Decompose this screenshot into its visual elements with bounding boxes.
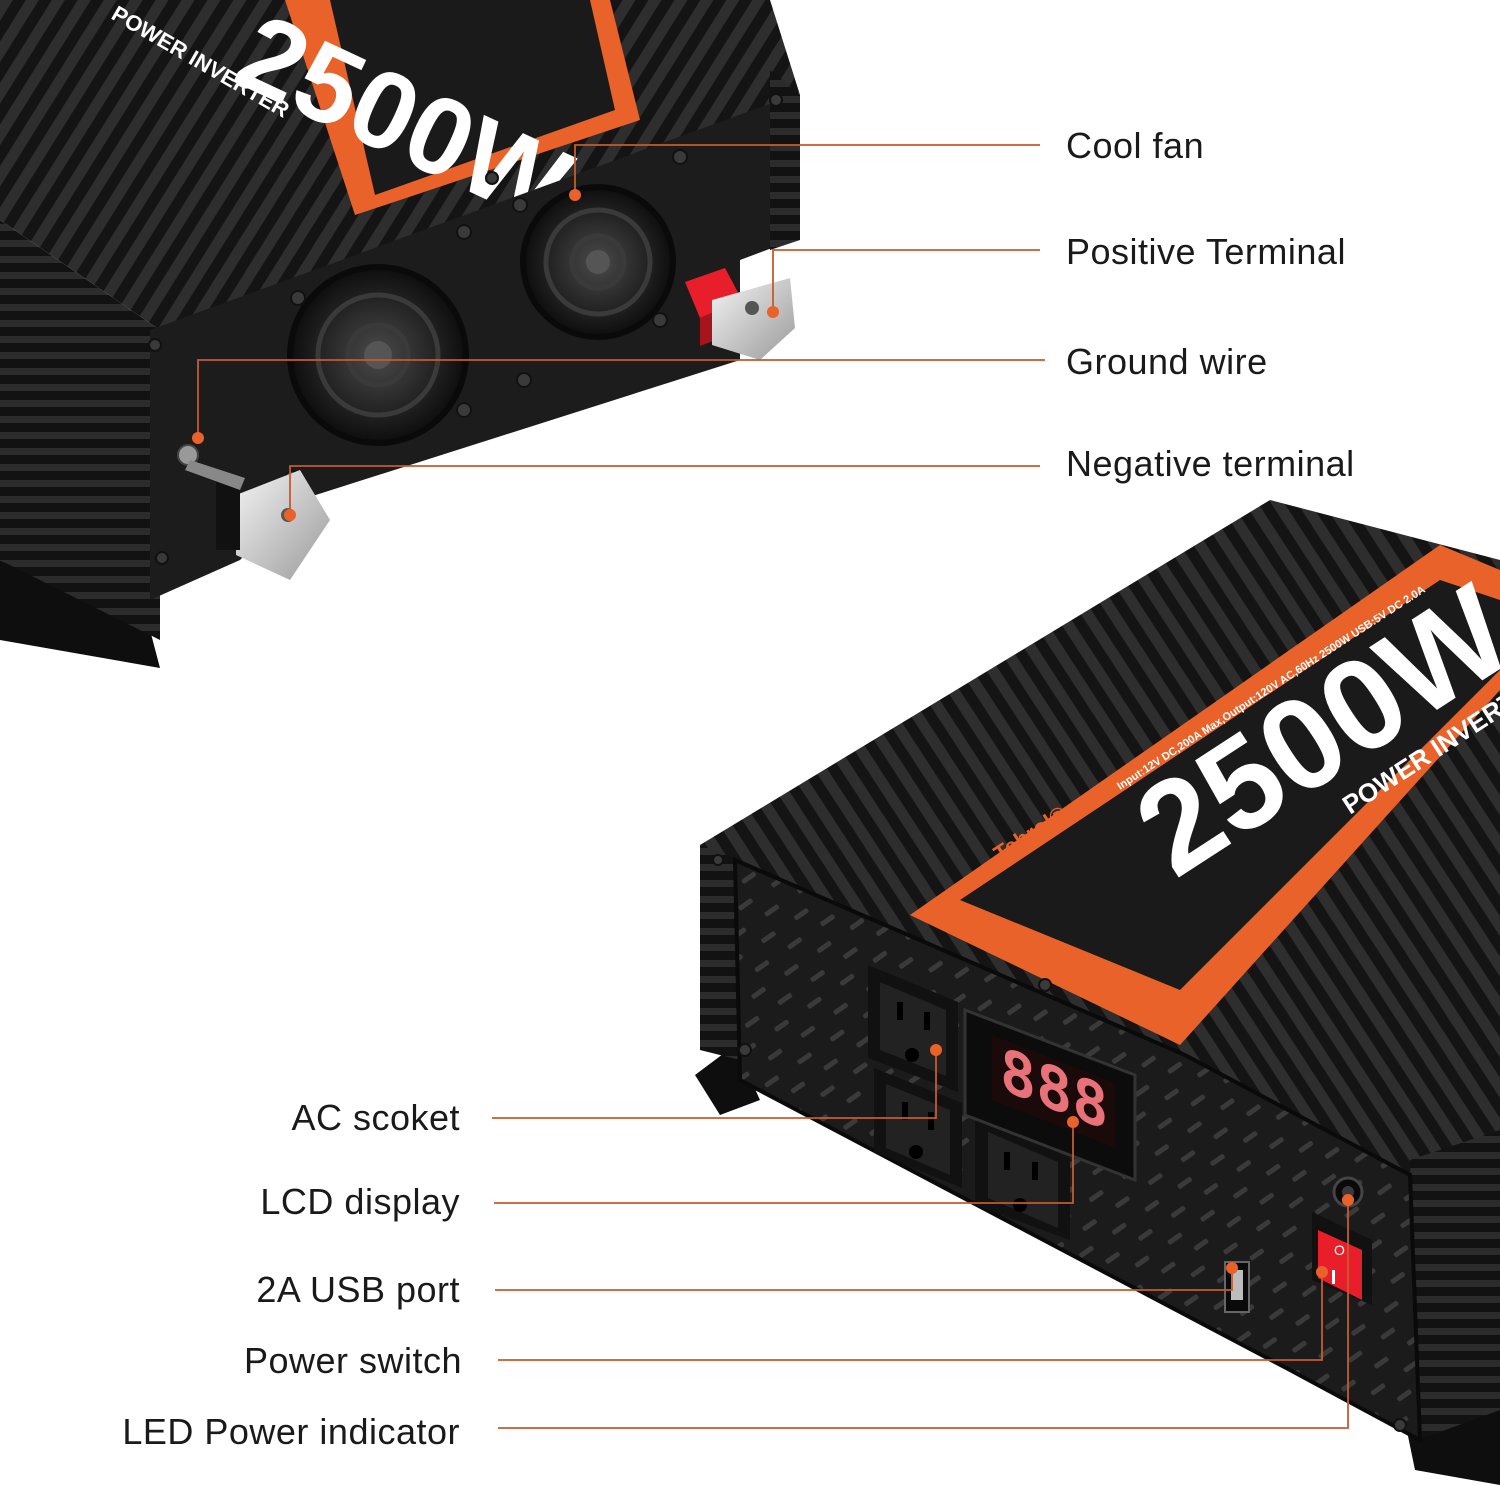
top-unit-side-fins bbox=[0, 220, 160, 640]
bottom-unit-ac-socket-3 bbox=[975, 1117, 1070, 1240]
label-negative-terminal: Negative terminal bbox=[1066, 443, 1355, 484]
bottom-unit-base-left bbox=[695, 1045, 760, 1115]
top-unit-positive-terminal bbox=[685, 268, 795, 360]
bottom-unit-lcd-display: 888 bbox=[963, 1007, 1137, 1183]
label-positive-terminal: Positive Terminal bbox=[1066, 231, 1346, 272]
label-ac-socket: AC scoket bbox=[291, 1097, 460, 1138]
label-lcd-display: LCD display bbox=[260, 1181, 460, 1222]
bottom-inverter-front: Tebrol® Input:12V DC,200A Max,Output:120… bbox=[695, 500, 1500, 1485]
bottom-unit-power-switch: O bbox=[1312, 1212, 1372, 1305]
top-unit-fan-left bbox=[287, 264, 469, 446]
label-cool-fan: Cool fan bbox=[1066, 125, 1205, 166]
label-ground-wire: Ground wire bbox=[1066, 341, 1268, 382]
leader-power-switch bbox=[498, 1272, 1323, 1361]
leader-positive-terminal bbox=[772, 249, 1040, 312]
label-led-indicator: LED Power indicator bbox=[122, 1411, 460, 1452]
bottom-unit-left-fins bbox=[700, 845, 740, 1060]
top-unit-base bbox=[0, 560, 160, 668]
leader-negative-terminal bbox=[289, 465, 1040, 515]
bottom-unit-screws bbox=[712, 854, 1407, 1432]
leader-led-indicator bbox=[498, 1200, 1349, 1429]
bottom-unit-right-fins bbox=[1410, 1130, 1500, 1440]
top-unit-fan-right bbox=[520, 184, 676, 340]
leader-usb-port bbox=[495, 1268, 1233, 1291]
label-power-switch: Power switch bbox=[243, 1340, 462, 1381]
top-unit-label-band bbox=[330, 0, 615, 195]
svg-text:O: O bbox=[1334, 1242, 1345, 1258]
leader-cool-fan bbox=[574, 144, 1040, 195]
label-usb-port: 2A USB port bbox=[256, 1269, 460, 1310]
bottom-unit-label-band bbox=[960, 580, 1500, 990]
leader-lines bbox=[197, 144, 1349, 1429]
leader-ac-socket bbox=[492, 1050, 937, 1119]
leader-dots bbox=[192, 189, 1354, 1278]
leader-lcd-display bbox=[494, 1122, 1074, 1204]
top-inverter-rear: 2500W POWER INVERTER bbox=[0, 0, 800, 668]
top-unit-right-fins bbox=[770, 70, 800, 250]
bottom-unit-ac-socket-2 bbox=[874, 1068, 962, 1188]
top-unit-ground-screw bbox=[177, 444, 245, 490]
leader-ground-wire bbox=[197, 359, 1045, 438]
